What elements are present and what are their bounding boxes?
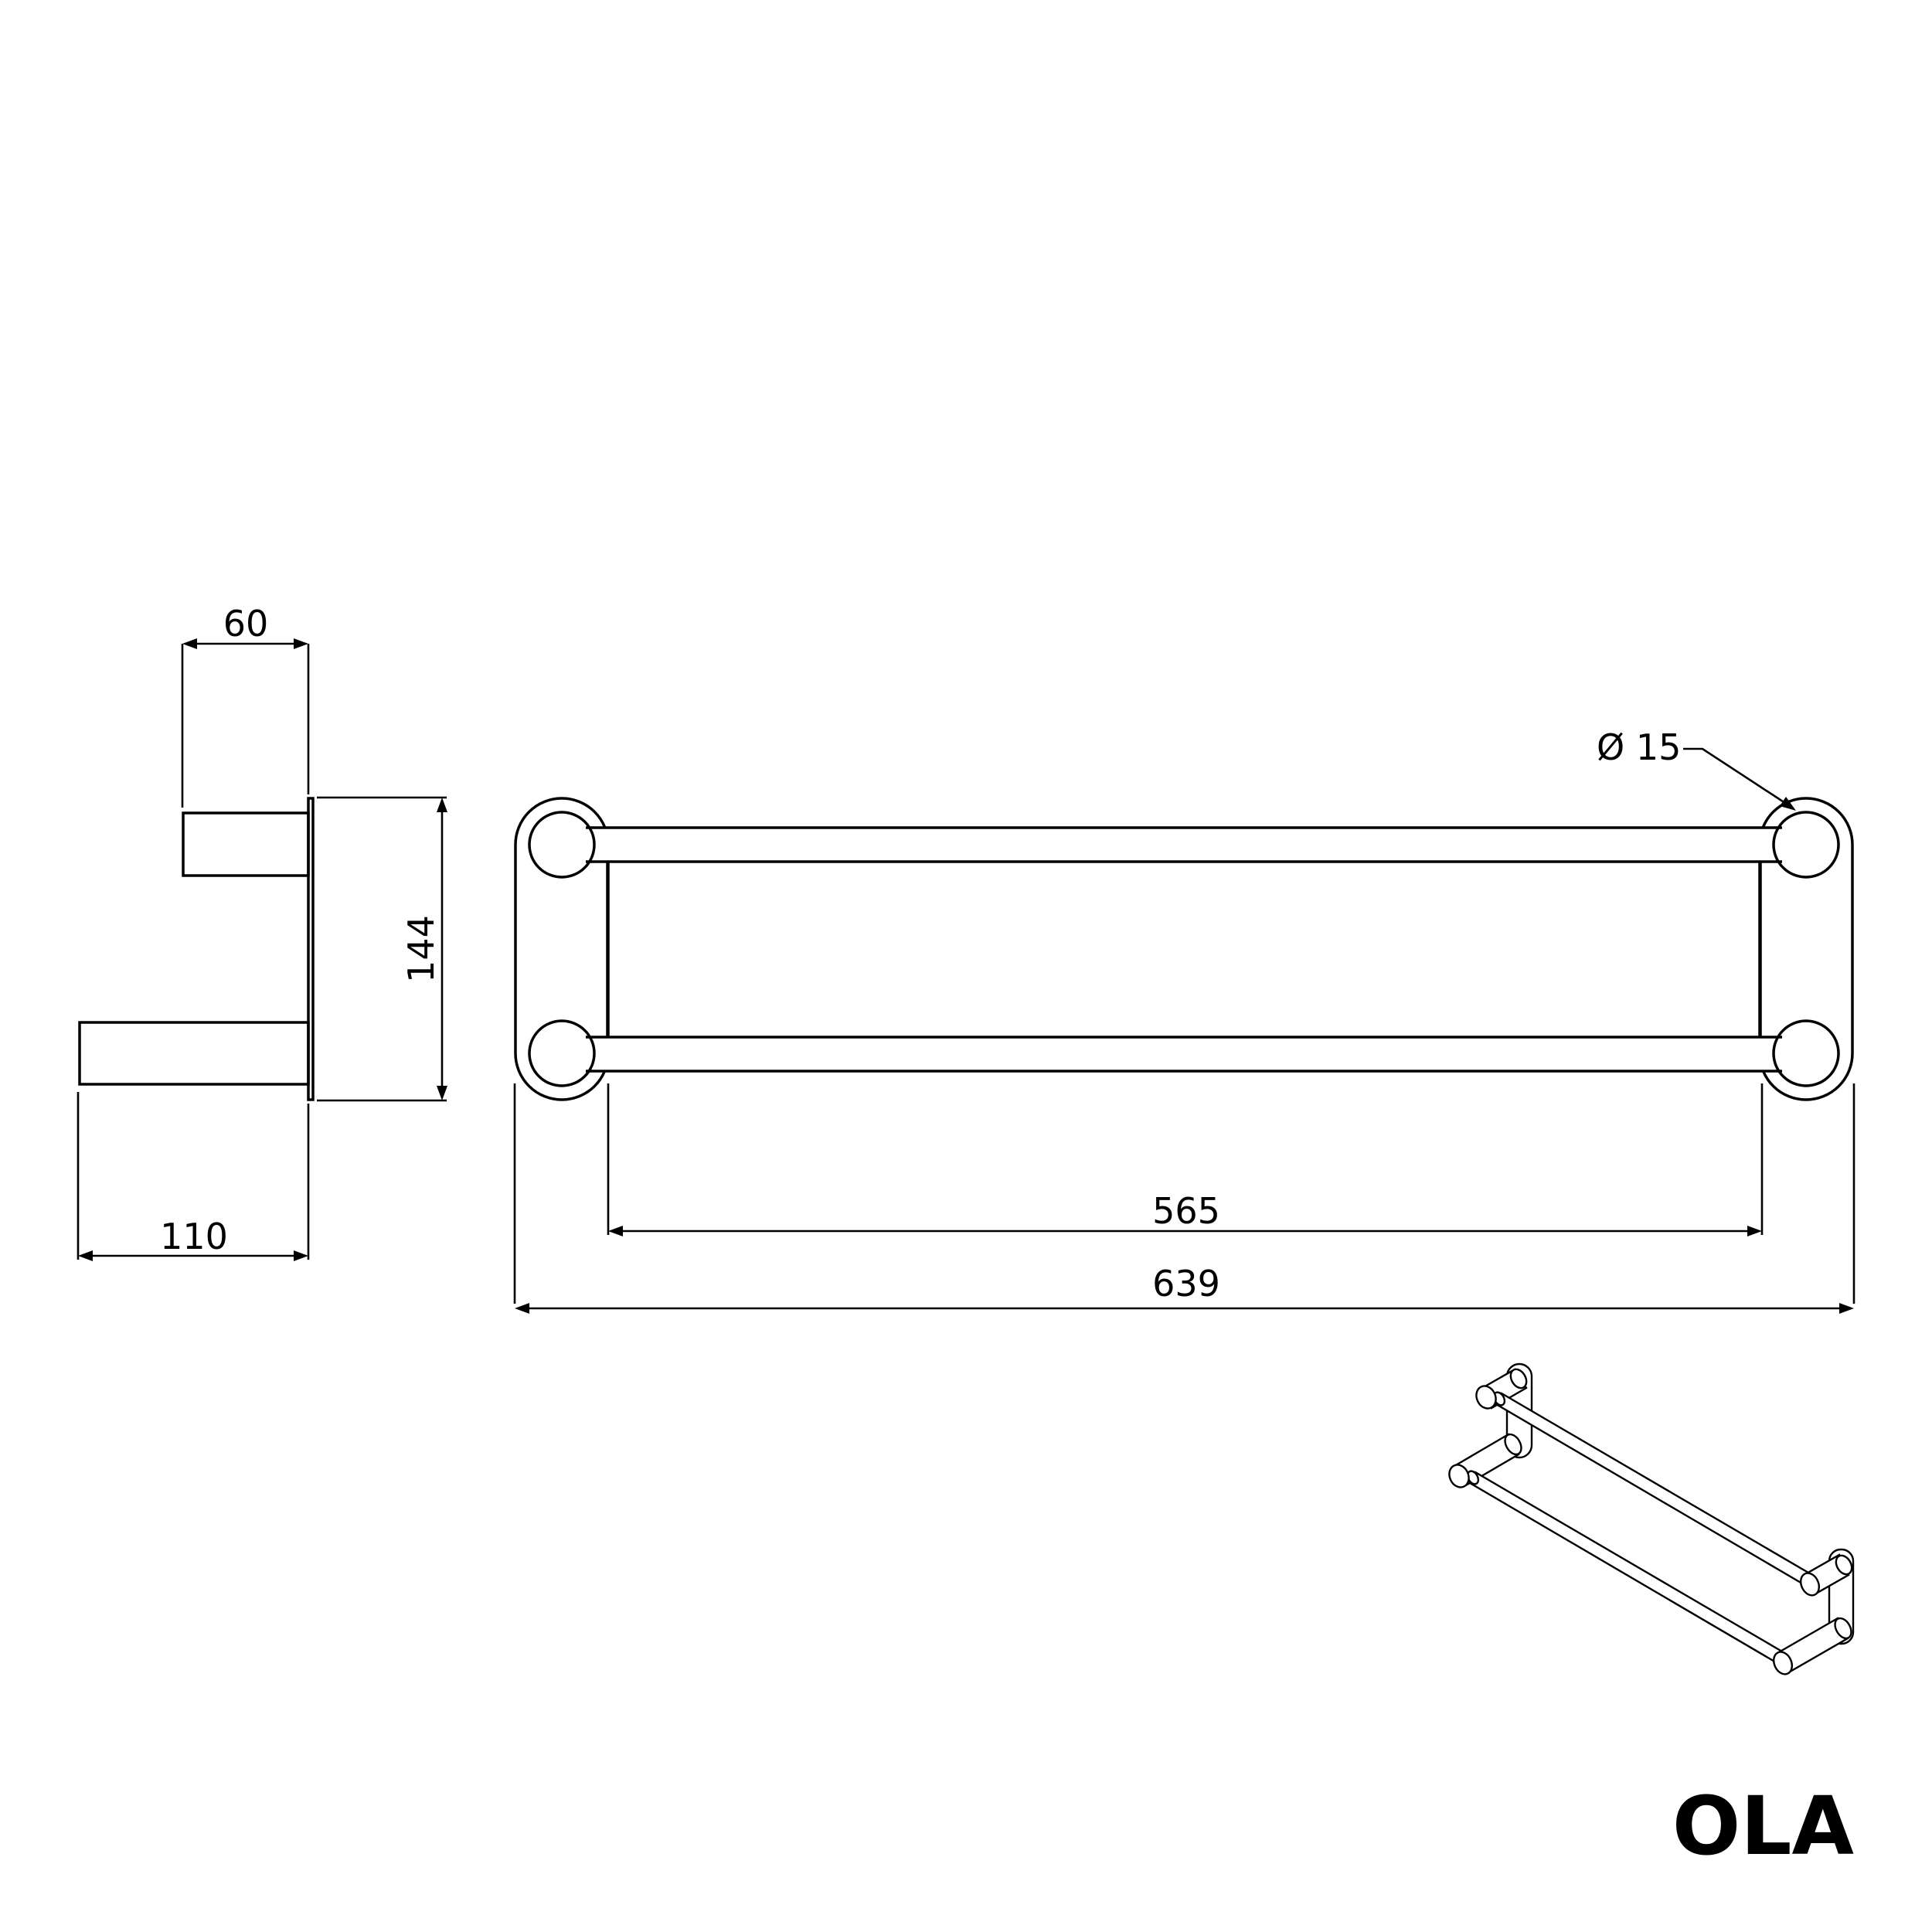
dim-label-diameter: Ø 15 xyxy=(1597,726,1681,768)
dim-label-144: 144 xyxy=(400,915,442,983)
side-lower-arm xyxy=(78,1021,310,1086)
isometric-view xyxy=(1448,1362,1855,1675)
side-upper-arm xyxy=(182,811,310,877)
front-view: Ø 15 565 639 xyxy=(513,726,1855,1314)
dimension-565: 565 xyxy=(607,1083,1764,1236)
dimension-60: 60 xyxy=(181,603,310,808)
dimension-diameter-15: Ø 15 xyxy=(1597,726,1796,811)
side-wall-plate xyxy=(307,797,315,1101)
dim-label-565: 565 xyxy=(1152,1190,1220,1232)
iso-lower-bar xyxy=(1468,1471,1784,1664)
dim-label-110: 110 xyxy=(160,1216,228,1257)
knob-top-left xyxy=(528,811,596,879)
iso-right-lower-cap xyxy=(1772,1651,1794,1675)
knob-top-right xyxy=(1772,811,1840,879)
dim-label-639: 639 xyxy=(1152,1263,1220,1304)
dim-label-60: 60 xyxy=(223,603,269,645)
iso-left-upper-cap xyxy=(1475,1385,1497,1410)
knob-bottom-right xyxy=(1772,1019,1840,1087)
dimension-110: 110 xyxy=(77,1092,310,1261)
product-name: OLA xyxy=(1672,1779,1854,1873)
dimension-639: 639 xyxy=(513,1083,1855,1314)
side-view: 60 110 144 xyxy=(77,603,447,1261)
knob-bottom-left xyxy=(528,1019,596,1087)
iso-right-upper-cap xyxy=(1799,1572,1821,1597)
iso-upper-bar xyxy=(1495,1392,1810,1585)
iso-left-lower-cap xyxy=(1448,1464,1470,1488)
dimension-144: 144 xyxy=(317,796,447,1102)
